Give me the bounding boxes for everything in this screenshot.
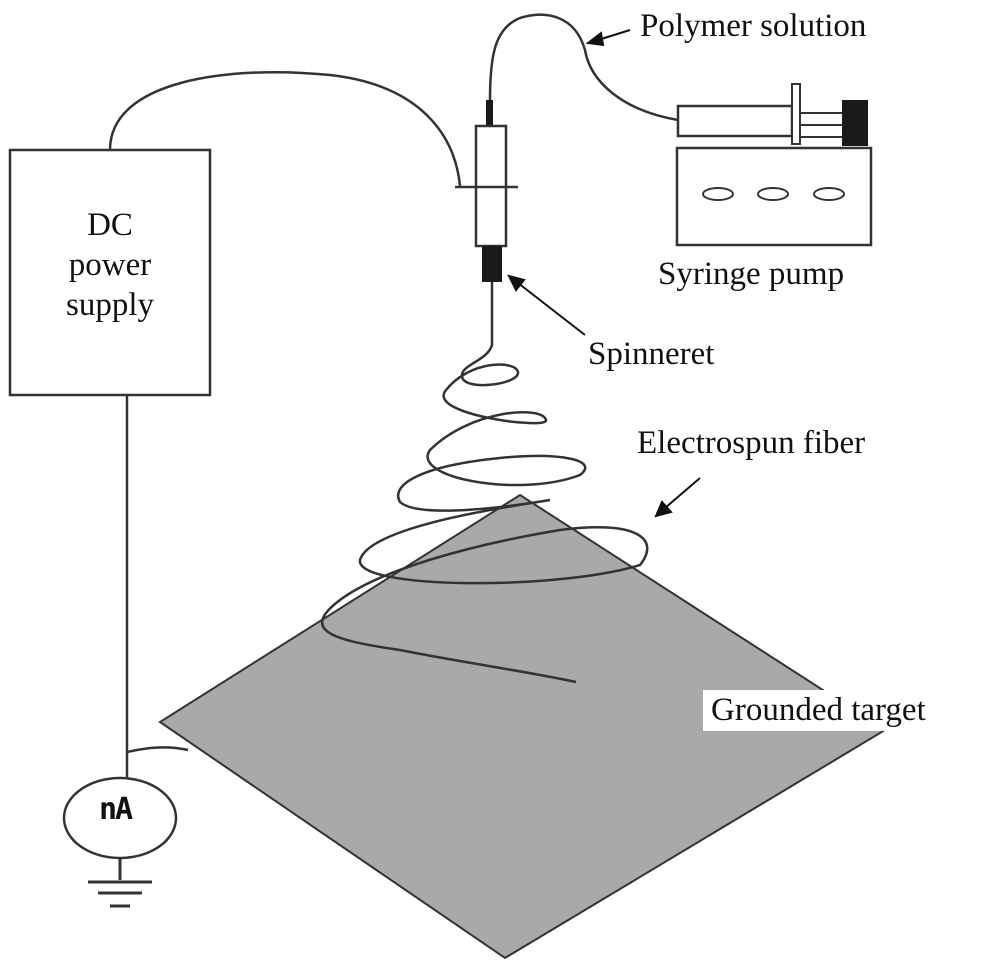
target-connection-wire	[126, 746, 189, 754]
pump-button	[757, 187, 789, 201]
electrospun-fiber-path	[320, 282, 649, 684]
spinneret-tip	[482, 246, 502, 282]
spinneret-label: Spinneret	[588, 336, 715, 372]
polymer-solution-tube	[488, 13, 679, 122]
dc-power-supply-box	[8, 148, 212, 397]
high-voltage-wire	[108, 70, 462, 187]
pump-button	[813, 187, 845, 201]
power-supply-label-line1: DC	[87, 207, 133, 243]
ground-symbol	[88, 858, 152, 908]
power-supply-label: DC power supply	[10, 205, 210, 325]
power-supply-label-line3: supply	[65, 287, 154, 323]
arrow-spinneret	[507, 274, 586, 336]
meter-unit-label: nA	[99, 792, 133, 827]
electrospun-fiber-label: Electrospun fiber	[637, 425, 866, 461]
arrow-polymer-solution	[585, 29, 631, 47]
pump-button	[702, 187, 734, 201]
grounded-target-label: Grounded target	[703, 690, 934, 731]
syringe-pump-label: Syringe pump	[658, 256, 845, 292]
syringe-pump	[675, 83, 873, 247]
grounded-target-plate	[158, 493, 887, 960]
syringe-barrel	[676, 104, 794, 138]
polymer-solution-label: Polymer solution	[640, 8, 867, 44]
syringe-pusher	[842, 100, 868, 146]
spinneret-inlet	[486, 100, 493, 126]
syringe-flange	[791, 83, 801, 145]
power-supply-label-line2: power	[68, 247, 152, 283]
arrow-electrospun-fiber	[654, 477, 701, 518]
